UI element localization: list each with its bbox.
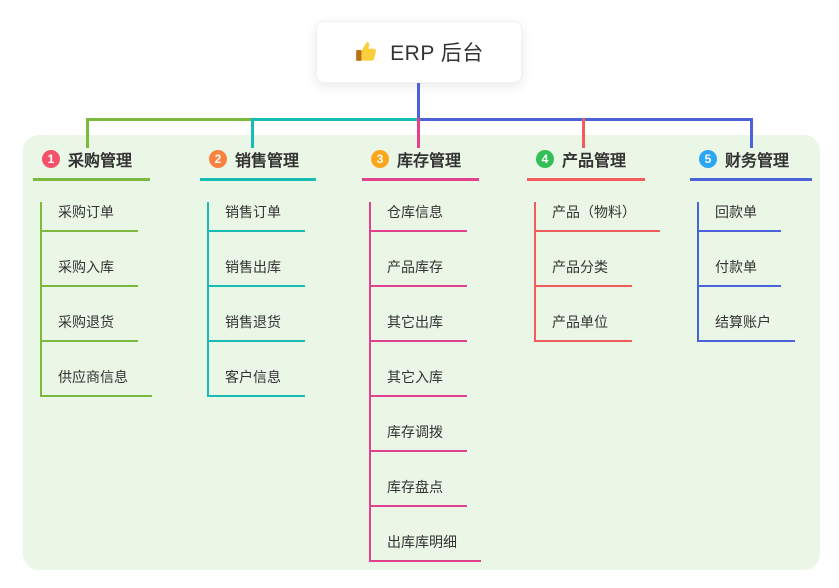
connector-drop-purchase xyxy=(86,118,89,148)
node-item[interactable]: 产品分类 xyxy=(536,257,632,287)
branch-inventory: 3 库存管理 仓库信息 产品库存 其它出库 其它入库 库存调拨 库存盘点 出库库… xyxy=(362,147,481,562)
badge-1: 1 xyxy=(42,150,60,168)
branch-finance: 5 财务管理 回款单 付款单 结算账户 xyxy=(690,147,812,342)
branch-purchase: 1 采购管理 采购订单 采购入库 采购退货 供应商信息 xyxy=(33,147,152,397)
branch-children: 产品（物料） 产品分类 产品单位 xyxy=(534,202,660,342)
node-item[interactable]: 采购订单 xyxy=(42,202,138,232)
thumbs-up-icon xyxy=(356,42,377,61)
branch-header-inventory[interactable]: 3 库存管理 xyxy=(362,147,479,181)
badge-5: 5 xyxy=(699,150,717,168)
root-title: ERP 后台 xyxy=(390,42,484,65)
branch-header-product[interactable]: 4 产品管理 xyxy=(527,147,645,181)
node-item[interactable]: 产品单位 xyxy=(536,312,632,342)
node-item[interactable]: 付款单 xyxy=(699,257,781,287)
connector-bus-left-teal xyxy=(252,118,417,121)
node-item[interactable]: 产品（物料） xyxy=(536,202,660,232)
node-item[interactable]: 产品库存 xyxy=(371,257,467,287)
branch-product: 4 产品管理 产品（物料） 产品分类 产品单位 xyxy=(527,147,660,342)
node-item[interactable]: 回款单 xyxy=(699,202,781,232)
connector-drop-sales xyxy=(251,118,254,148)
node-item[interactable]: 销售订单 xyxy=(209,202,305,232)
node-item[interactable]: 其它入库 xyxy=(371,367,467,397)
connector-bus-left-green xyxy=(86,118,252,121)
branch-children: 仓库信息 产品库存 其它出库 其它入库 库存调拨 库存盘点 出库库明细 xyxy=(369,202,481,562)
branch-sales: 2 销售管理 销售订单 销售出库 销售退货 客户信息 xyxy=(200,147,316,397)
branch-children: 采购订单 采购入库 采购退货 供应商信息 xyxy=(40,202,152,397)
node-item[interactable]: 库存盘点 xyxy=(371,477,467,507)
node-item[interactable]: 其它出库 xyxy=(371,312,467,342)
node-item[interactable]: 采购入库 xyxy=(42,257,138,287)
connector-root-drop xyxy=(417,83,420,121)
node-item[interactable]: 结算账户 xyxy=(699,312,795,342)
connector-drop-product xyxy=(582,118,585,148)
node-item[interactable]: 客户信息 xyxy=(209,367,305,397)
node-item[interactable]: 采购退货 xyxy=(42,312,138,342)
badge-2: 2 xyxy=(209,150,227,168)
background-panel xyxy=(23,135,820,570)
node-item[interactable]: 销售退货 xyxy=(209,312,305,342)
connector-drop-inventory xyxy=(417,118,420,148)
branch-children: 回款单 付款单 结算账户 xyxy=(697,202,812,342)
connector-drop-finance xyxy=(750,118,753,148)
node-item[interactable]: 仓库信息 xyxy=(371,202,467,232)
branch-title: 财务管理 xyxy=(725,153,790,170)
badge-4: 4 xyxy=(536,150,554,168)
branch-title: 销售管理 xyxy=(235,153,300,170)
branch-title: 产品管理 xyxy=(562,153,627,170)
branch-title: 库存管理 xyxy=(397,153,462,170)
branch-header-finance[interactable]: 5 财务管理 xyxy=(690,147,812,181)
node-item[interactable]: 供应商信息 xyxy=(42,367,152,397)
branch-header-purchase[interactable]: 1 采购管理 xyxy=(33,147,150,181)
node-item[interactable]: 出库库明细 xyxy=(371,532,481,562)
root-node[interactable]: ERP 后台 xyxy=(316,21,522,83)
node-item[interactable]: 库存调拨 xyxy=(371,422,467,452)
branch-title: 采购管理 xyxy=(68,153,133,170)
branch-header-sales[interactable]: 2 销售管理 xyxy=(200,147,316,181)
node-item[interactable]: 销售出库 xyxy=(209,257,305,287)
badge-3: 3 xyxy=(371,150,389,168)
branch-children: 销售订单 销售出库 销售退货 客户信息 xyxy=(207,202,316,397)
